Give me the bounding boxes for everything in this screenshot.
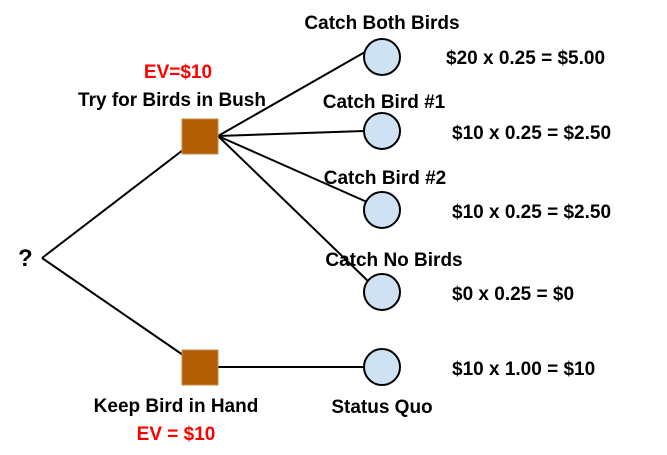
outcome-label-bird2: Catch Bird #2 (324, 168, 446, 189)
outcome-value-none: $0 x 0.25 = $0 (452, 284, 574, 305)
outcome-label-none: Catch No Birds (325, 250, 462, 271)
chance-node-status-quo (363, 348, 401, 386)
decision-label-bush: Try for Birds in Bush (78, 90, 266, 111)
decision-node-bush (181, 118, 219, 155)
decision-label-hand: Keep Bird in Hand (94, 396, 259, 417)
branch-both (217, 51, 366, 137)
ev-hand: EV = $10 (137, 424, 216, 445)
chance-node-none (363, 273, 401, 311)
outcome-value-bird2: $10 x 0.25 = $2.50 (452, 202, 611, 223)
branch-root-to-hand (41, 257, 184, 356)
outcome-value-both: $20 x 0.25 = $5.00 (446, 48, 605, 69)
chance-node-both (363, 38, 401, 76)
branch-root-to-bush (41, 149, 184, 259)
root-question: ? (18, 245, 33, 272)
branch-bird1 (217, 130, 365, 137)
ev-bush: EV=$10 (144, 62, 212, 83)
chance-node-bird1 (363, 112, 401, 150)
branch-bird2 (217, 135, 368, 203)
outcome-label-both: Catch Both Birds (304, 13, 459, 34)
outcome-label-bird1: Catch Bird #1 (323, 92, 446, 113)
outcome-value-bird1: $10 x 0.25 = $2.50 (452, 123, 611, 144)
outcome-value-status-quo: $10 x 1.00 = $10 (452, 359, 595, 380)
outcome-label-status-quo: Status Quo (331, 397, 432, 418)
chance-node-bird2 (363, 191, 401, 229)
branch-none (217, 135, 371, 284)
decision-node-hand (181, 349, 219, 386)
